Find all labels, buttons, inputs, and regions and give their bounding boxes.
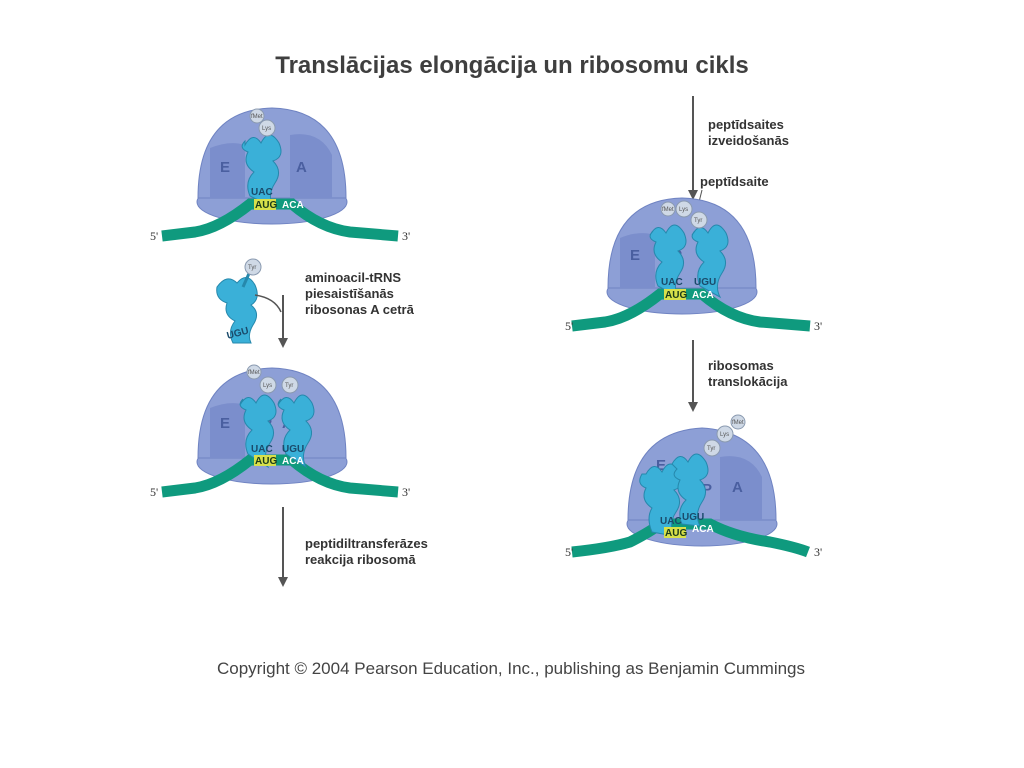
site-e-pocket [210, 143, 245, 198]
site-e-label: E [220, 415, 230, 432]
mrna-5-prime: 5' [565, 319, 573, 333]
anticodon-ugu: UGU [682, 512, 704, 523]
amino-acid-lys-label: Lys [679, 207, 688, 213]
codon-aug: AUG [665, 528, 687, 539]
codon-aug: AUG [255, 200, 277, 211]
site-a-pocket [720, 456, 762, 520]
amino-acid-lys-label: Lys [263, 383, 272, 389]
trna-incoming-body [216, 277, 258, 344]
amino-acid-tyr-label: Tyr [285, 383, 293, 389]
amino-acid-tyr [281, 376, 299, 394]
trna-p-site [649, 224, 687, 299]
codon-aug: AUG [255, 456, 277, 467]
amino-acid-met-label: fMet [662, 207, 674, 213]
incoming-trna: Tyr UGU [216, 258, 262, 344]
amino-acid-lys [716, 425, 734, 443]
mrna-strand [571, 288, 811, 332]
arrow-head [688, 190, 698, 200]
amino-acid-met [246, 364, 262, 380]
label-ribosome-translocation: ribosomas translokācija [708, 358, 788, 389]
label-peptide-bond: peptīdsaite [700, 174, 769, 189]
mrna-3-prime: 3' [814, 545, 822, 559]
ribosome-panel-3: E P A UAC UGU AUG ACA fMet Lys Tyr 5' 3' [565, 189, 822, 333]
label-aminoacyl-trna-binding: aminoacil-tRNS piesaistīšanās ribosonas … [305, 270, 414, 317]
anticodon-uac: UAC [661, 277, 683, 288]
codon-aug-box [664, 527, 686, 538]
site-e-label: E [630, 247, 640, 264]
arrow-step-4 [688, 340, 698, 412]
arrow-step-3 [688, 96, 698, 200]
mrna-3-prime: 3' [814, 319, 822, 333]
anticodon-uac: UAC [251, 187, 273, 198]
mrna-5-prime: 5' [150, 485, 158, 499]
mrna-3-prime: 3' [402, 485, 410, 499]
anticodon-ugu: UGU [694, 277, 716, 288]
arrow-step-1 [254, 294, 288, 348]
site-e-label: E [220, 159, 230, 176]
arrow-head [688, 402, 698, 412]
site-a-label: A [732, 479, 743, 496]
arrow-step-2 [278, 507, 288, 587]
anticodon-uac: UAC [251, 444, 273, 455]
mrna-strand [161, 454, 399, 498]
mrna-strand [161, 198, 399, 242]
codon-aca: ACA [282, 456, 304, 467]
site-a-pocket [290, 134, 332, 198]
trna-a-site [277, 394, 315, 469]
site-e-pocket [210, 403, 245, 458]
amino-acid-met-label: fMet [248, 370, 260, 376]
codon-aug-box [254, 455, 276, 466]
ribosome-panel-2: E P A UAC UGU AUG ACA fMet Lys Tyr 5' 3' [150, 364, 410, 499]
label-peptidyltransferase: peptidiltransferāzes reakcija ribosomā [305, 536, 428, 567]
arrow-head [278, 577, 288, 587]
codon-aca: ACA [692, 290, 714, 301]
amino-acid-met [660, 201, 676, 217]
codon-aca: ACA [282, 200, 304, 211]
copyright-notice: Copyright © 2004 Pearson Education, Inc.… [217, 659, 806, 678]
trna-p-site [239, 394, 277, 469]
mrna-5-prime: 5' [150, 229, 158, 243]
codon-aug-box [254, 199, 276, 210]
codon-aug-box [664, 289, 686, 300]
amino-acid-tyr [690, 211, 708, 229]
amino-acid-tyr-label: Tyr [694, 218, 702, 224]
trna-a-site [691, 224, 729, 299]
amino-acid-tyr [703, 439, 721, 457]
anticodon-ugu: UGU [282, 444, 304, 455]
site-e-label: E [656, 457, 666, 474]
amino-acid-lys [675, 200, 693, 218]
codon-aca: ACA [692, 524, 714, 535]
arrow-head [278, 338, 288, 348]
ribosome-panel-1: E P A UAC AUG ACA fMet Lys 5' 3' [150, 107, 410, 243]
amino-acid-lys [258, 119, 276, 137]
site-p-label: P [702, 481, 712, 498]
trna-e-site [639, 463, 683, 537]
page-title: Translācijas elongācija un ribosomu cikl… [275, 52, 749, 79]
amino-acid-tyr-label: Tyr [707, 446, 715, 452]
amino-acid-met-label: fMet [732, 420, 744, 426]
amino-acid-met-label: fMet [251, 114, 263, 120]
arrow-curve [254, 294, 282, 313]
mrna-3-prime: 3' [402, 229, 410, 243]
codon-aug: AUG [665, 290, 687, 301]
amino-acid-met [730, 414, 746, 430]
amino-acid-tyr-incoming-label: Tyr [248, 265, 256, 271]
amino-acid-met [249, 108, 265, 124]
anticodon-uac: UAC [660, 516, 682, 527]
amino-acid-lys-label: Lys [720, 432, 729, 438]
site-a-label: A [296, 159, 307, 176]
site-e-pocket [620, 233, 655, 288]
ribosome-panel-4: E P A UAC UGU AUG ACA fMet Lys Tyr 5' 3' [565, 414, 822, 559]
label-peptide-bond-formation: peptīdsaites izveidošanās [708, 117, 789, 148]
amino-acid-lys [259, 376, 277, 394]
amino-acid-tyr-incoming [244, 258, 262, 276]
amino-acid-lys-label: Lys [262, 126, 271, 132]
trna-p-site [671, 453, 709, 527]
mrna-5-prime: 5' [565, 545, 573, 559]
